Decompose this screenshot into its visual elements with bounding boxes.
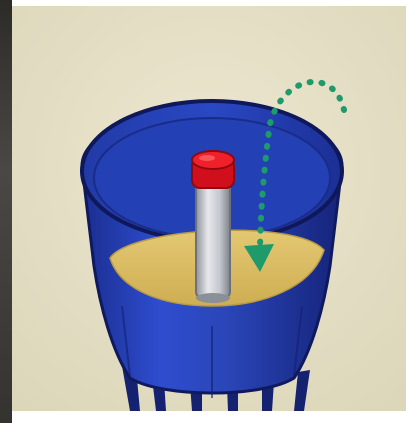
dark-edge-strip xyxy=(0,0,12,423)
red-cap xyxy=(192,151,234,188)
illustration xyxy=(12,6,406,411)
tube-base xyxy=(196,293,230,303)
illustration-svg xyxy=(12,6,406,411)
grey-tube xyxy=(196,178,230,298)
